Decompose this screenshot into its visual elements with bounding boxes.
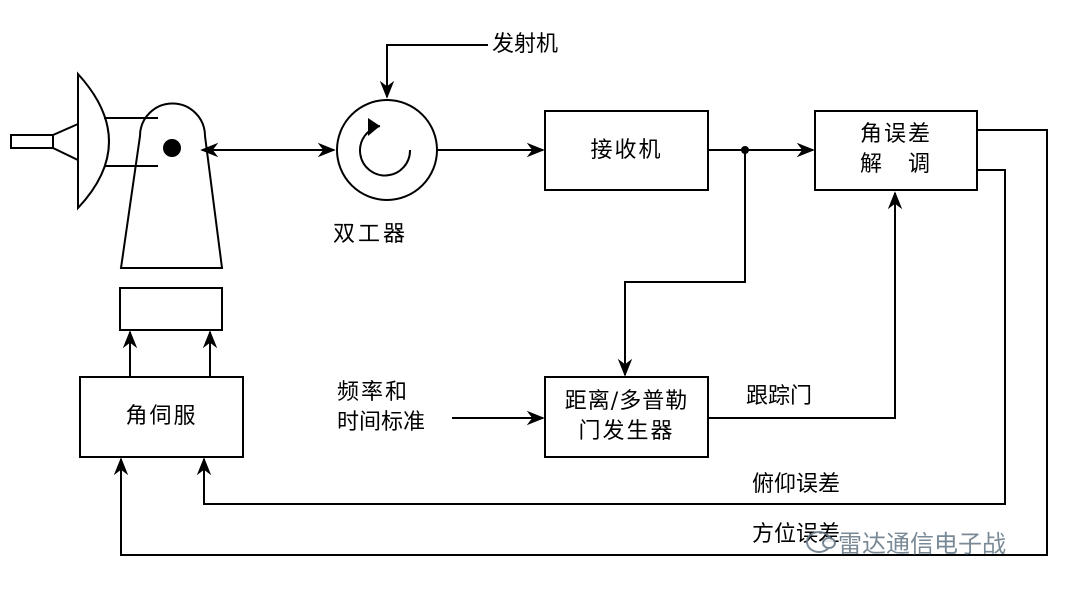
elevation-error-label: 俯仰误差 — [752, 472, 841, 497]
antenna-pedestal — [119, 102, 224, 269]
antenna-feed — [10, 134, 54, 149]
freq-time-std-label-line1: 频率和 — [337, 380, 410, 405]
pedestal-base — [119, 287, 223, 331]
signal-junction-dot — [741, 146, 749, 154]
transmitter-label: 发射机 — [492, 32, 559, 57]
angle-error-demod-label-line2: 解 调 — [859, 152, 932, 177]
watermark-text: 雷达通信电子战 — [838, 530, 1006, 558]
duplexer-rotation-arrowhead — [368, 118, 380, 136]
angle-error-demod-box — [814, 110, 978, 191]
tracking-gate-label: 跟踪门 — [746, 384, 813, 409]
range-doppler-label-line2: 门发生器 — [578, 419, 675, 444]
elevation-error-line — [196, 169, 1006, 505]
transmitter-arrow — [379, 44, 488, 99]
receiver-label: 接收机 — [590, 138, 663, 163]
angle-servo-box — [79, 376, 244, 458]
wechat-icon — [806, 530, 836, 553]
duplexer-circle — [336, 99, 438, 201]
range-doppler-label-line1: 距离/多普勒 — [564, 389, 689, 414]
antenna-dish — [77, 71, 110, 211]
watermark: 雷达通信电子战 — [806, 524, 1006, 559]
antenna-feed-horn — [52, 122, 79, 162]
duplexer-label: 双工器 — [333, 222, 409, 247]
duplexer-arc — [359, 125, 412, 177]
angle-servo-label: 角伺服 — [125, 404, 198, 429]
receiver-range-gate-arrow — [617, 150, 746, 377]
tracking-gate-arrow — [708, 191, 903, 419]
antenna-arm — [104, 117, 158, 167]
angle-error-demod-label-line1: 角误差 — [859, 122, 932, 147]
antenna-pivot — [163, 139, 181, 157]
freq-time-std-label-line2: 时间标准 — [337, 410, 426, 435]
azimuth-error-line — [113, 129, 1048, 556]
